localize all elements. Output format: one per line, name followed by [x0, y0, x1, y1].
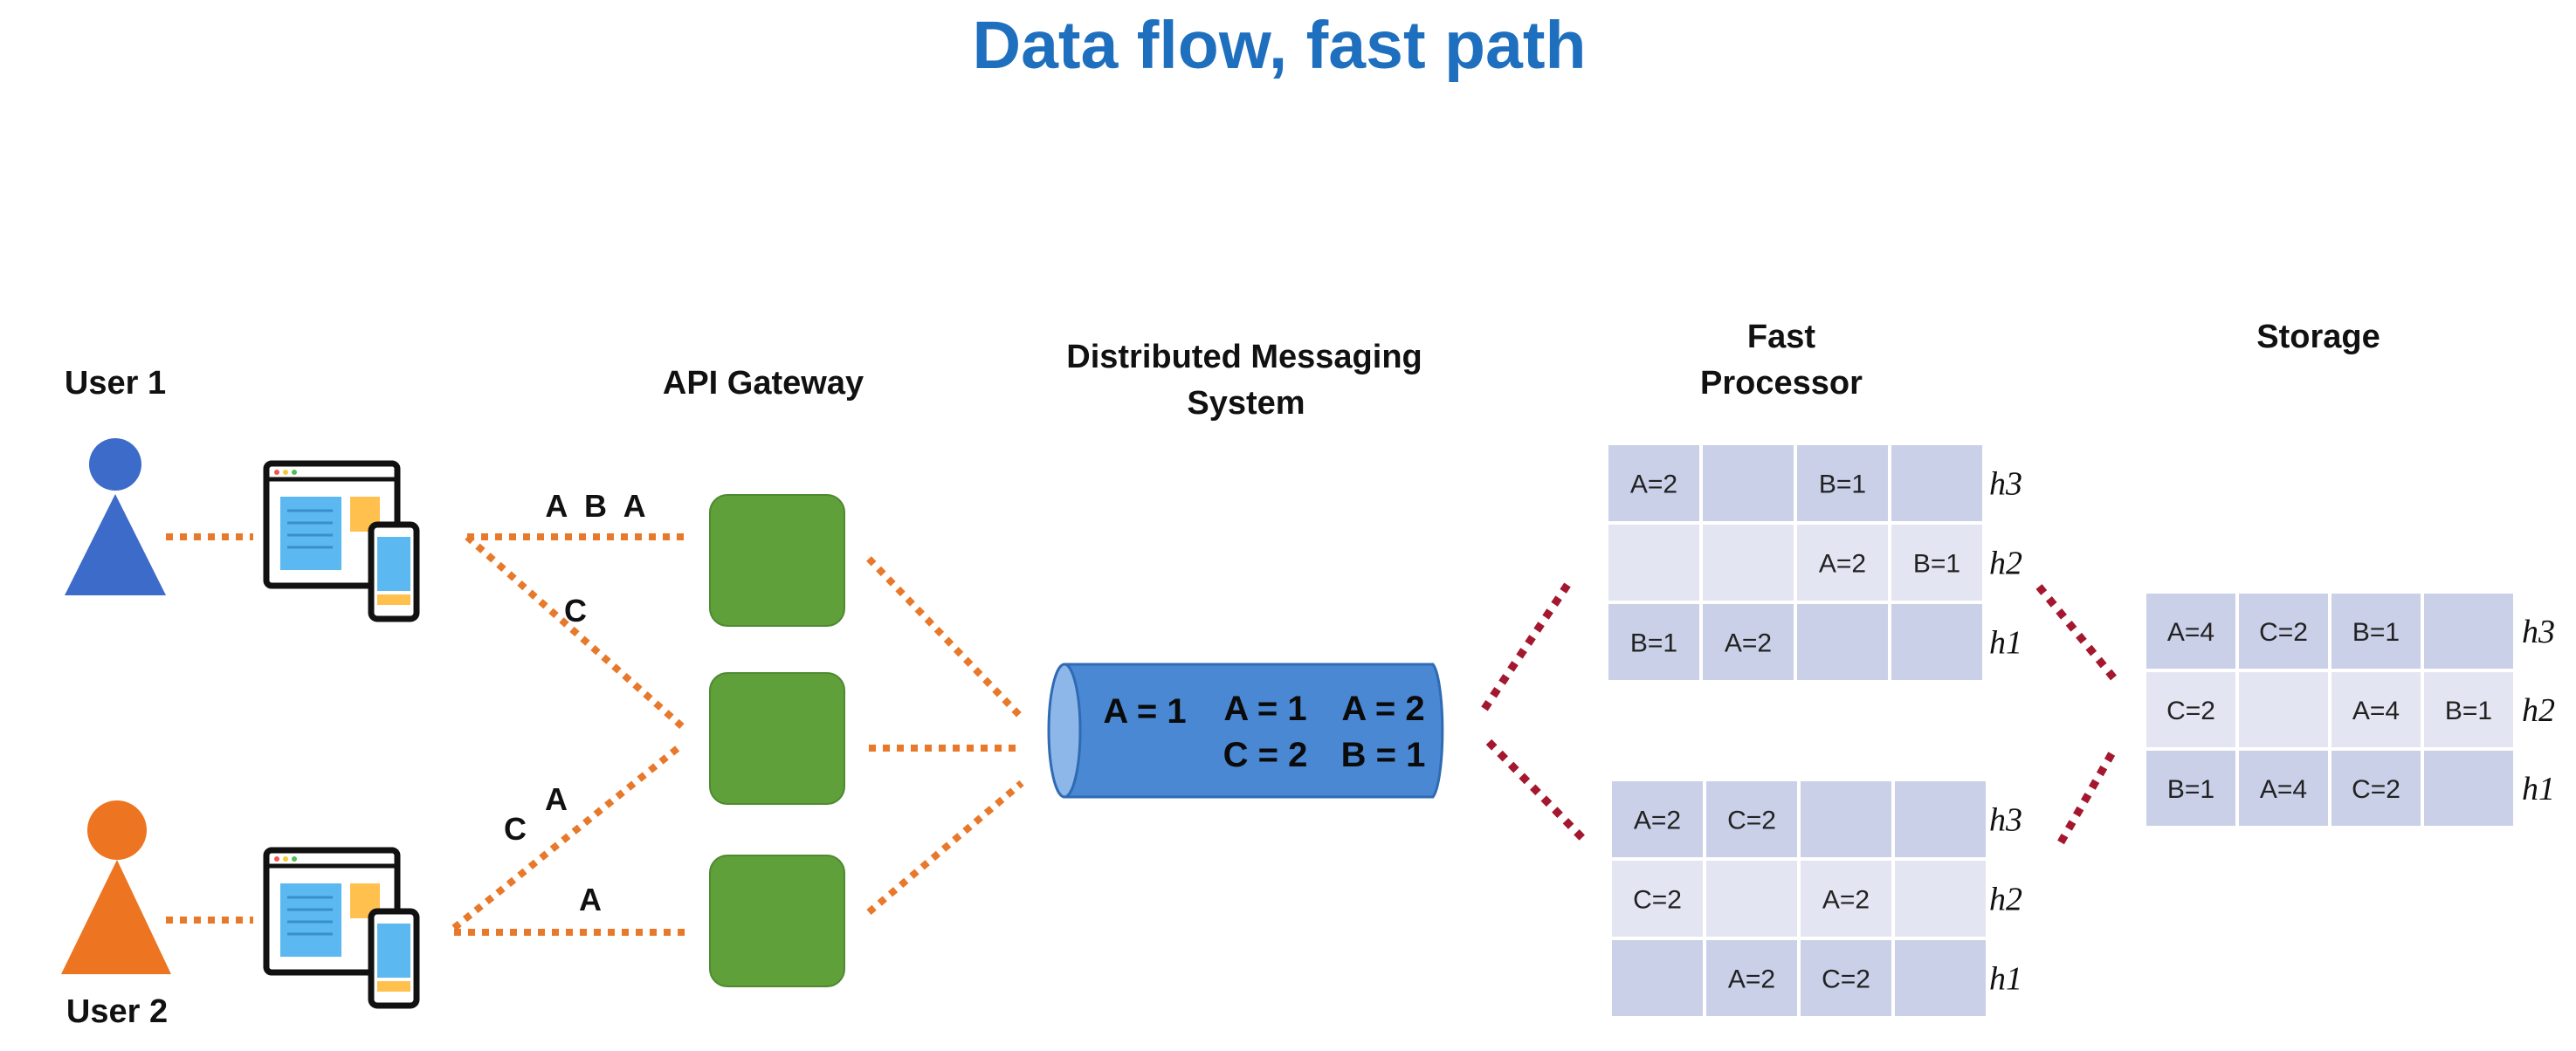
user1-device-icon [263, 460, 420, 622]
fast-grid-2-cell [1895, 940, 1986, 1016]
fast-grid-2-cell [1895, 861, 1986, 937]
messaging-label-line1: Distributed Messaging [1066, 339, 1422, 375]
api-gateway-box-1 [709, 494, 845, 627]
user2-diag-label-a: A [545, 781, 568, 817]
fast-grid-1-cell-value: A=2 [1725, 629, 1772, 658]
fast-grid-1-cell [1703, 604, 1794, 680]
fast-grid-2-cell-value: C=2 [1727, 807, 1776, 835]
messaging-cylinder [1047, 663, 1444, 799]
fast-grid-2-cell [1801, 781, 1891, 857]
red-connectors [1481, 582, 2121, 845]
storage-grid-cell [2424, 751, 2513, 826]
storage-grid-row-label: h3 [2522, 614, 2555, 650]
fast-grid-1-cell [1891, 445, 1982, 521]
fast-grid-2-row-label: h1 [1989, 961, 2022, 998]
storage-grid-cell [2331, 594, 2421, 669]
fast-grid-1-cell [1703, 525, 1794, 601]
fast-grid-2-cell [1612, 940, 1703, 1016]
fast-grid-1-cell [1797, 525, 1888, 601]
fast-grid-2-cell-value: A=2 [1728, 965, 1775, 994]
fast-grid-2-cell [1612, 861, 1703, 937]
fast-grid-2-cell-value: C=2 [1633, 886, 1682, 915]
fast-grid-2-cell [1801, 861, 1891, 937]
fast-grid-1-cell-value: B=1 [1819, 471, 1866, 499]
message-3: A = 2 [1341, 690, 1424, 728]
fast-grid-1-cell-value: A=2 [1630, 471, 1677, 499]
messaging-label-line2: System [1187, 385, 1305, 422]
storage-grid-cell-value: B=1 [2167, 775, 2214, 804]
user1-diag-label: C [564, 593, 587, 629]
user1-person-icon [65, 438, 166, 595]
fast-grid-2-cell [1801, 940, 1891, 1016]
fast-grid-2-cell [1895, 781, 1986, 857]
user1-flow-label: A B A [545, 488, 645, 524]
storage-grid-cell [2331, 751, 2421, 826]
user1-label: User 1 [65, 365, 166, 402]
storage-grid-cell-value: A=4 [2352, 697, 2400, 725]
fast-grid-1-cell-value: B=1 [1630, 629, 1677, 658]
storage-label: Storage [2256, 319, 2380, 355]
api-gateway-box-2 [709, 672, 845, 805]
fast-processor-label-line2: Processor [1700, 365, 1863, 402]
fast-grid-1-cell [1797, 604, 1888, 680]
fast-grid-1-cell [1891, 525, 1982, 601]
storage-grid-row-label: h1 [2522, 771, 2555, 807]
fast-grid-1-cell-value: B=1 [1913, 550, 1960, 579]
orange-connectors [166, 533, 1024, 936]
fast-grid-1-row-label: h2 [1989, 546, 2022, 582]
user2-device-icon [263, 847, 420, 1009]
user2-diag-label-c: C [504, 811, 527, 847]
storage-grid-cell [2146, 751, 2235, 826]
storage-grid-cell [2146, 672, 2235, 747]
storage-grid-cell [2331, 672, 2421, 747]
fast-processor-label-line1: Fast [1747, 319, 1815, 355]
message-1: A = 1 [1103, 692, 1186, 731]
page-title: Data flow, fast path [972, 8, 1586, 83]
user2-person-icon [61, 800, 171, 974]
message-2: A = 1 [1223, 690, 1306, 728]
storage-grid-cell-value: B=1 [2445, 697, 2492, 725]
fast-grid-2-cell-value: A=2 [1822, 886, 1870, 915]
fast-grid-1-cell [1703, 445, 1794, 521]
storage-grid-cell-value: C=2 [2259, 618, 2308, 647]
fast-grid-2-cell-value: A=2 [1634, 807, 1681, 835]
storage-grid-cell-value: C=2 [2166, 697, 2215, 725]
user2-flow-label: A [579, 882, 602, 917]
fast-grid-1-cell [1608, 604, 1699, 680]
api-gateway-label: API Gateway [663, 365, 864, 402]
fast-grid-1-cell [1608, 445, 1699, 521]
message-4: C = 2 [1223, 736, 1308, 774]
user2-label: User 2 [66, 993, 168, 1030]
storage-grid-cell [2239, 751, 2328, 826]
storage-grid-cell [2239, 672, 2328, 747]
storage-grid-row-label: h2 [2522, 692, 2555, 729]
fast-grid-2-cell [1706, 861, 1797, 937]
storage-grid-cell-value: C=2 [2352, 775, 2400, 804]
message-5: B = 1 [1341, 736, 1426, 774]
storage-grid-cell-value: A=4 [2167, 618, 2214, 647]
fast-grid-1-row-label: h3 [1989, 466, 2022, 503]
fast-grid-2-cell [1706, 781, 1797, 857]
fast-grid-1-cell [1891, 604, 1982, 680]
storage-grid-cell [2424, 594, 2513, 669]
fast-grid-2-cell [1612, 781, 1703, 857]
api-gateway-box-3 [709, 855, 845, 987]
storage-grid-cell-value: A=4 [2260, 775, 2307, 804]
fast-grid-2-row-label: h3 [1989, 802, 2022, 839]
fast-grid-1-row-label: h1 [1989, 625, 2022, 662]
storage-grid-cell [2424, 672, 2513, 747]
storage-grid-cell [2239, 594, 2328, 669]
fast-grid-2-row-label: h2 [1989, 882, 2022, 918]
storage-grid-cell [2146, 594, 2235, 669]
fast-grid-2-cell [1706, 940, 1797, 1016]
fast-grid-1-cell [1608, 525, 1699, 601]
storage-grid-cell-value: B=1 [2352, 618, 2400, 647]
fast-grid-2-cell-value: C=2 [1822, 965, 1870, 994]
fast-grid-1-cell-value: A=2 [1819, 550, 1866, 579]
fast-grid-1-cell [1797, 445, 1888, 521]
